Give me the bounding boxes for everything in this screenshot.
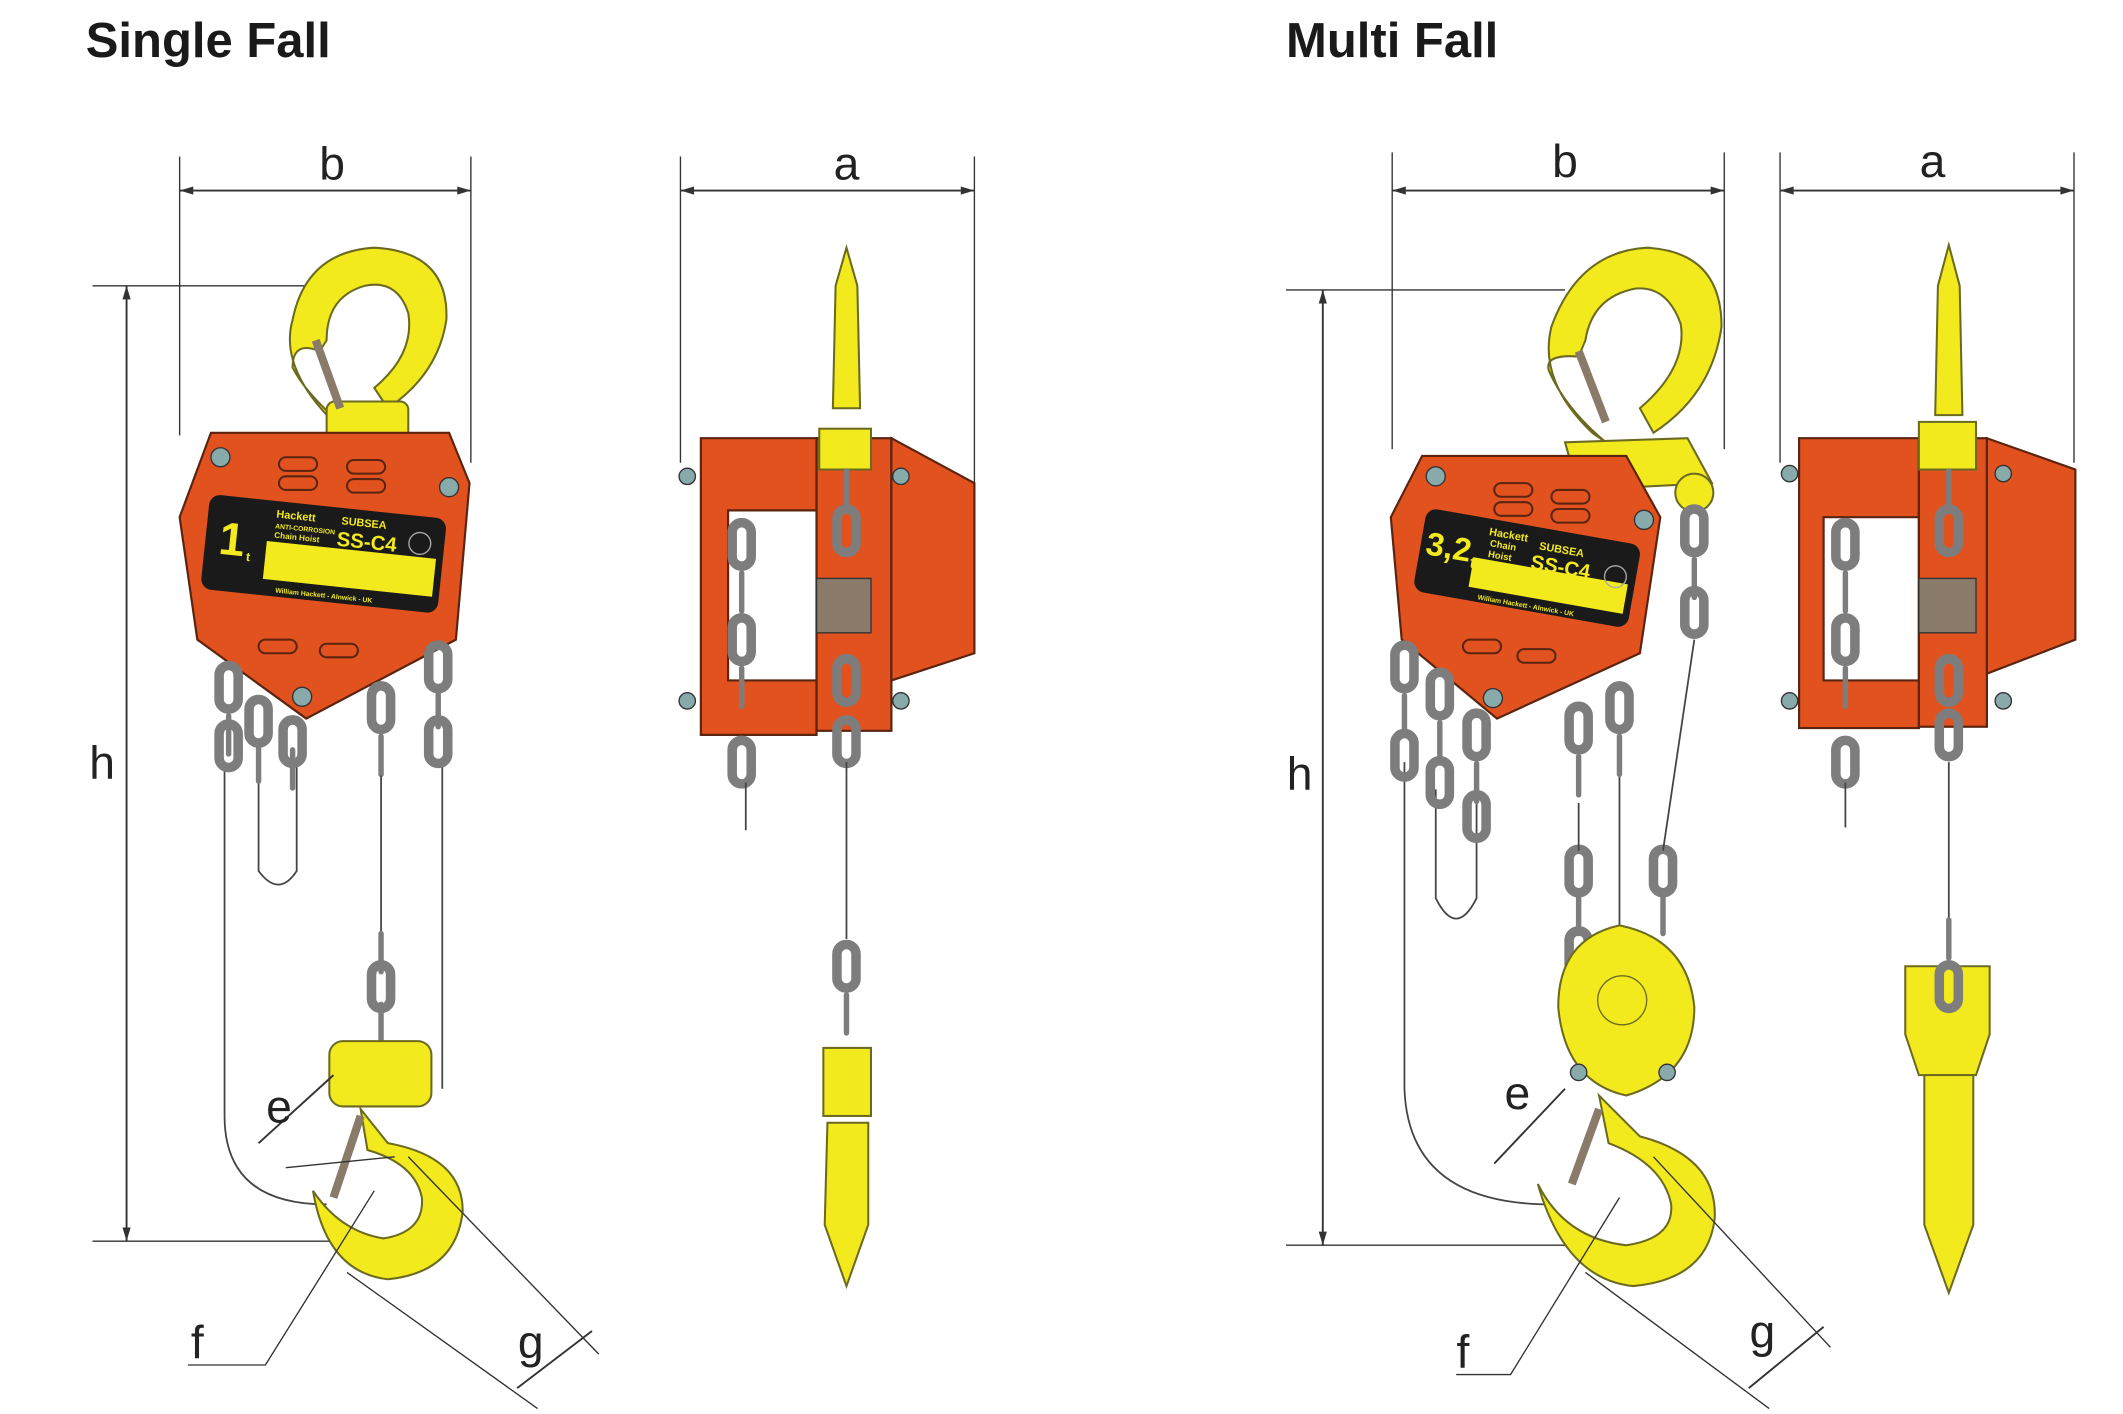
- svg-text:Chain Hoist: Chain Hoist: [274, 531, 320, 545]
- dimension-b-label: b: [319, 138, 345, 190]
- hoist-body-side: [890, 436, 976, 682]
- dimension-g-label: g: [1749, 1305, 1775, 1357]
- dimension-h-label: h: [1287, 747, 1313, 799]
- single-fall-side-view: a: [678, 138, 976, 1290]
- multi-fall-front-view: b h 3,2 t Hackett Chain Hoist SU: [1286, 135, 1831, 1410]
- dimension-f-label: f: [1457, 1326, 1470, 1378]
- bottom-hook: [1536, 1092, 1716, 1288]
- top-hook: [288, 246, 448, 430]
- hand-chain-loop: [1434, 789, 1478, 920]
- dimension-g-label: g: [518, 1316, 544, 1368]
- svg-text:Chain: Chain: [1489, 538, 1517, 553]
- bottom-hook: [311, 1105, 464, 1281]
- bottom-block: [1557, 924, 1696, 1097]
- nameplate: 1 t Hackett ANTI-CORROSION Chain Hoist S…: [201, 495, 446, 613]
- svg-text:1: 1: [217, 512, 248, 566]
- svg-text:Hackett: Hackett: [276, 508, 317, 524]
- bottom-hook-side: [1923, 1074, 1975, 1296]
- dimension-h-label: h: [89, 736, 115, 788]
- top-hook: [1547, 246, 1723, 444]
- single-fall-title: Single Fall: [86, 14, 331, 68]
- top-hook-side: [1934, 241, 1964, 417]
- svg-text:t: t: [1468, 554, 1477, 573]
- dimension-b-label: b: [1552, 135, 1578, 187]
- svg-text:t: t: [245, 550, 251, 564]
- dimension-e-label: e: [266, 1081, 292, 1133]
- nameplate: 3,2 t Hackett Chain Hoist SUBSEA SS-C4 W…: [1414, 509, 1640, 627]
- svg-text:3,2: 3,2: [1423, 525, 1474, 569]
- bottom-hook-side: [823, 1121, 870, 1290]
- hand-chain-loop: [257, 762, 298, 886]
- load-chain: [372, 930, 391, 1046]
- hoist-body-side: [1985, 436, 2077, 676]
- single-fall-front-view: b h 1 t Hackett ANTI-COR: [89, 138, 600, 1410]
- dimension-a-label: a: [834, 138, 860, 190]
- multi-fall-title: Multi Fall: [1286, 14, 1498, 68]
- multi-fall-side-view: a: [1779, 135, 2077, 1296]
- top-hook-side: [831, 243, 862, 410]
- svg-text:Hoist: Hoist: [1487, 549, 1513, 564]
- bottom-block: [328, 1040, 433, 1108]
- dimension-a-label: a: [1920, 135, 1946, 187]
- svg-text:SUBSEA: SUBSEA: [341, 515, 387, 532]
- dimension-f-label: f: [191, 1316, 204, 1368]
- dimension-e-label: e: [1505, 1067, 1531, 1119]
